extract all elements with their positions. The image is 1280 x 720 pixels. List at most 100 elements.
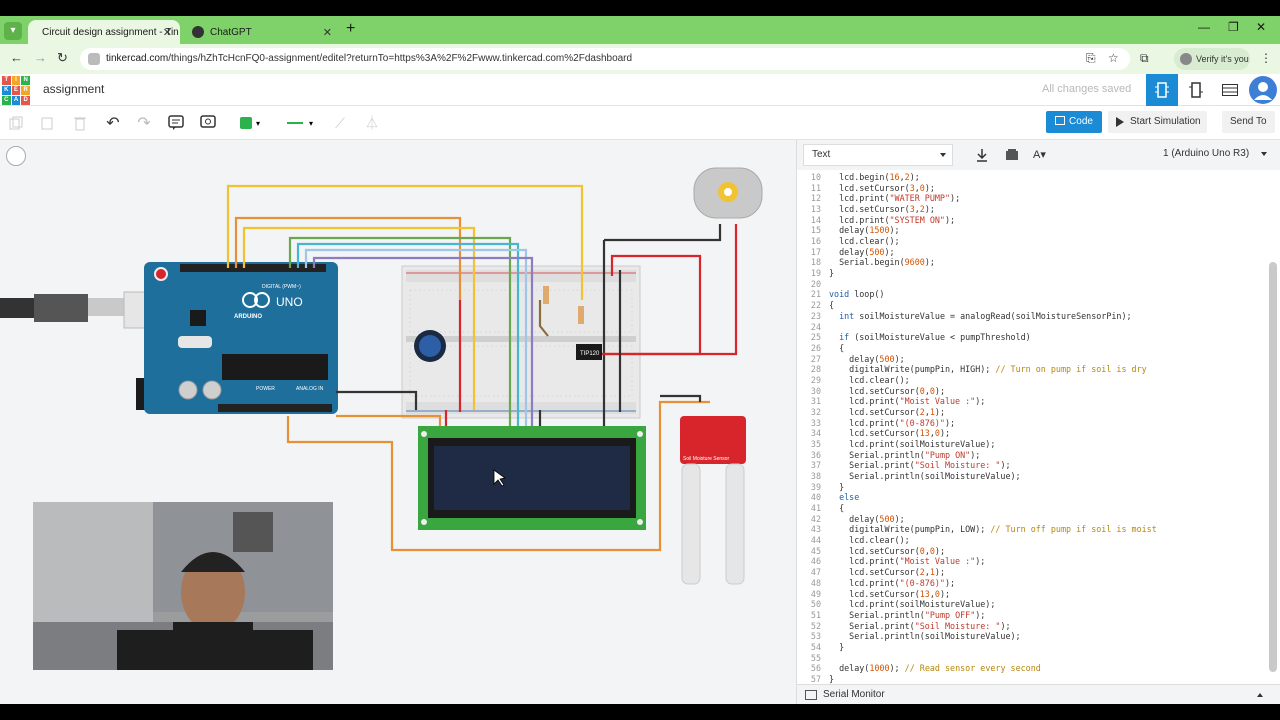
close-tab-icon[interactable]: ✕ bbox=[162, 26, 172, 39]
code-scrollbar[interactable] bbox=[1269, 262, 1277, 672]
breadboard[interactable] bbox=[401, 265, 641, 419]
code-button[interactable]: Code bbox=[1046, 111, 1102, 133]
wire-type-picker[interactable]: ▾ bbox=[282, 113, 318, 133]
font-size-icon[interactable]: A▾ bbox=[1033, 149, 1046, 161]
code-line[interactable]: 31 lcd.print("Moist Value :"); bbox=[797, 396, 1267, 407]
forward-icon[interactable]: → bbox=[34, 50, 47, 65]
send-to-button[interactable]: Send To bbox=[1222, 111, 1275, 133]
code-line[interactable]: 39 } bbox=[797, 482, 1267, 493]
code-line[interactable]: 37 Serial.print("Soil Moisture: "); bbox=[797, 460, 1267, 471]
code-line[interactable]: 55 bbox=[797, 653, 1267, 664]
code-line[interactable]: 50 lcd.print(soilMoistureValue); bbox=[797, 599, 1267, 610]
code-line[interactable]: 40 else bbox=[797, 492, 1267, 503]
wires[interactable] bbox=[226, 184, 738, 552]
potentiometer[interactable] bbox=[414, 330, 446, 362]
code-line[interactable]: 25 if (soilMoistureValue < pumpThreshold… bbox=[797, 332, 1267, 343]
code-line[interactable]: 20 bbox=[797, 279, 1267, 290]
notes-icon[interactable] bbox=[166, 113, 186, 133]
close-window-icon[interactable]: ✕ bbox=[1256, 20, 1267, 34]
design-title[interactable]: assignment bbox=[43, 82, 105, 96]
code-line[interactable]: 23 int soilMoistureValue = analogRead(so… bbox=[797, 311, 1267, 322]
code-line[interactable]: 32 lcd.setCursor(2,1); bbox=[797, 407, 1267, 418]
code-line[interactable]: 54 } bbox=[797, 642, 1267, 653]
code-line[interactable]: 28 digitalWrite(pumpPin, HIGH); // Turn … bbox=[797, 364, 1267, 375]
extensions-icon[interactable]: ⧉ bbox=[1140, 51, 1149, 65]
new-tab-button[interactable]: + bbox=[346, 20, 356, 37]
code-line[interactable]: 52 Serial.print("Soil Moisture: "); bbox=[797, 621, 1267, 632]
verify-profile-button[interactable]: Verify it's you bbox=[1174, 48, 1250, 70]
circuit-view-button[interactable] bbox=[1146, 74, 1178, 106]
close-tab-icon[interactable]: ✕ bbox=[322, 26, 332, 39]
code-line[interactable]: 41 { bbox=[797, 503, 1267, 514]
transistor-tip120[interactable]: TIP120 bbox=[576, 344, 602, 360]
user-avatar[interactable] bbox=[1249, 76, 1277, 104]
zoom-fit-button[interactable] bbox=[6, 146, 26, 166]
download-icon[interactable] bbox=[975, 148, 989, 162]
code-line[interactable]: 16 lcd.clear(); bbox=[797, 236, 1267, 247]
code-line[interactable]: 57} bbox=[797, 674, 1267, 684]
code-line[interactable]: 11 lcd.setCursor(3,0); bbox=[797, 183, 1267, 194]
browser-menu-icon[interactable]: ⋮ bbox=[1260, 51, 1272, 65]
code-line[interactable]: 48 lcd.print("(0-876)"); bbox=[797, 578, 1267, 589]
paste-icon[interactable] bbox=[37, 113, 57, 133]
rotate-icon[interactable]: ⟋ bbox=[335, 114, 345, 131]
code-line[interactable]: 51 Serial.println("Pump OFF"); bbox=[797, 610, 1267, 621]
tab-tinkercad[interactable]: Circuit design assignment - Tin ✕ bbox=[28, 20, 180, 44]
code-line[interactable]: 12 lcd.print("WATER PUMP"); bbox=[797, 193, 1267, 204]
lcd-16x2[interactable] bbox=[418, 426, 646, 530]
notes-visibility-icon[interactable] bbox=[198, 113, 218, 133]
code-mode-select[interactable]: Text bbox=[803, 144, 953, 166]
code-line[interactable]: 42 delay(500); bbox=[797, 514, 1267, 525]
upload-library-icon[interactable] bbox=[1005, 148, 1019, 162]
code-line[interactable]: 29 lcd.clear(); bbox=[797, 375, 1267, 386]
code-line[interactable]: 44 lcd.clear(); bbox=[797, 535, 1267, 546]
arduino-uno[interactable]: UNO ARDUINO DIGITAL (PWM~) POWER ANALOG … bbox=[144, 262, 338, 414]
soil-moisture-sensor[interactable]: Soil Moisture Sensor bbox=[680, 416, 746, 585]
device-select[interactable]: 1 (Arduino Uno R3) bbox=[1155, 144, 1273, 166]
code-line[interactable]: 47 lcd.setCursor(2,1); bbox=[797, 567, 1267, 578]
usb-cable[interactable] bbox=[0, 291, 147, 329]
tab-search-button[interactable]: ▾ bbox=[4, 22, 22, 40]
site-info-icon[interactable] bbox=[88, 53, 100, 65]
code-line[interactable]: 15 delay(1500); bbox=[797, 225, 1267, 236]
code-line[interactable]: 10 lcd.begin(16,2); bbox=[797, 172, 1267, 183]
flip-icon[interactable]: ⏃ bbox=[365, 115, 379, 131]
code-line[interactable]: 34 lcd.setCursor(13,0); bbox=[797, 428, 1267, 439]
undo-icon[interactable]: ↶ bbox=[106, 115, 120, 132]
delete-icon[interactable] bbox=[70, 113, 90, 133]
reload-icon[interactable]: ↻ bbox=[57, 50, 68, 65]
code-line[interactable]: 45 lcd.setCursor(0,0); bbox=[797, 546, 1267, 557]
code-line[interactable]: 53 Serial.println(soilMoistureValue); bbox=[797, 631, 1267, 642]
code-line[interactable]: 43 digitalWrite(pumpPin, LOW); // Turn o… bbox=[797, 524, 1267, 535]
code-line[interactable]: 22{ bbox=[797, 300, 1267, 311]
code-line[interactable]: 26 { bbox=[797, 343, 1267, 354]
maximize-icon[interactable]: ❐ bbox=[1228, 20, 1239, 34]
wire-color-picker[interactable]: ▾ bbox=[234, 113, 266, 133]
back-icon[interactable]: ← bbox=[10, 50, 23, 65]
code-line[interactable]: 38 Serial.println(soilMoistureValue); bbox=[797, 471, 1267, 482]
resistor[interactable] bbox=[543, 286, 584, 324]
code-line[interactable]: 36 Serial.println("Pump ON"); bbox=[797, 450, 1267, 461]
code-text-area[interactable]: 10 lcd.begin(16,2);11 lcd.setCursor(3,0)… bbox=[797, 170, 1267, 684]
code-line[interactable]: 17 delay(500); bbox=[797, 247, 1267, 258]
redo-icon[interactable]: ↷ bbox=[137, 115, 151, 132]
code-line[interactable]: 14 lcd.print("SYSTEM ON"); bbox=[797, 215, 1267, 226]
copy-icon[interactable] bbox=[6, 113, 26, 133]
start-simulation-button[interactable]: Start Simulation bbox=[1108, 111, 1207, 133]
minimize-icon[interactable]: — bbox=[1198, 20, 1210, 34]
schematic-view-button[interactable] bbox=[1180, 74, 1212, 106]
serial-monitor-bar[interactable]: Serial Monitor bbox=[797, 684, 1280, 704]
code-line[interactable]: 27 delay(500); bbox=[797, 354, 1267, 365]
code-line[interactable]: 56 delay(1000); // Read sensor every sec… bbox=[797, 663, 1267, 674]
code-line[interactable]: 24 bbox=[797, 322, 1267, 333]
component-list-button[interactable] bbox=[1214, 74, 1246, 106]
dc-motor-pump[interactable] bbox=[693, 167, 763, 219]
url-input[interactable]: tinkercad.com/things/hZhTcHcnFQ0-assignm… bbox=[80, 48, 1130, 70]
code-line[interactable]: 46 lcd.print("Moist Value :"); bbox=[797, 556, 1267, 567]
code-line[interactable]: 30 lcd.setCursor(0,0); bbox=[797, 386, 1267, 397]
code-line[interactable]: 18 Serial.begin(9600); bbox=[797, 257, 1267, 268]
code-line[interactable]: 19} bbox=[797, 268, 1267, 279]
bookmark-star-icon[interactable]: ☆ bbox=[1108, 51, 1119, 65]
